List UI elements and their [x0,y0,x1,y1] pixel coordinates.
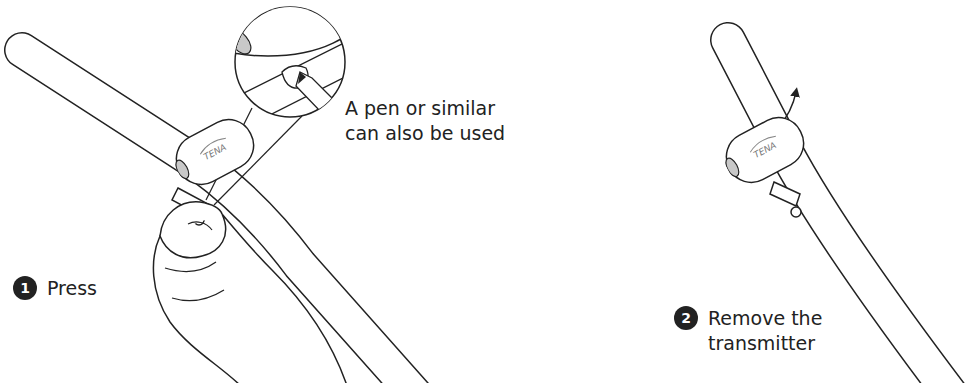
side-button [723,156,741,178]
step-circle-fill [13,276,37,300]
side-button [173,158,191,180]
step-label: Remove the transmitter [708,306,836,356]
transmitter: TENA [165,108,265,195]
zoom-detail [176,0,360,138]
wrist-strap [728,40,955,383]
step-number-text: 1 [12,279,38,297]
hand [153,202,350,383]
transmitter-body [168,111,262,193]
step-label: Press [47,276,167,301]
step-number: 1 [12,275,38,301]
transmitter-body [718,109,812,191]
note-text: A pen or similar can also be used [345,96,527,146]
step-number-text: 2 [673,309,699,327]
step-circle-fill [674,306,698,330]
strap-clip [770,182,801,217]
step-number: 2 [673,305,699,331]
